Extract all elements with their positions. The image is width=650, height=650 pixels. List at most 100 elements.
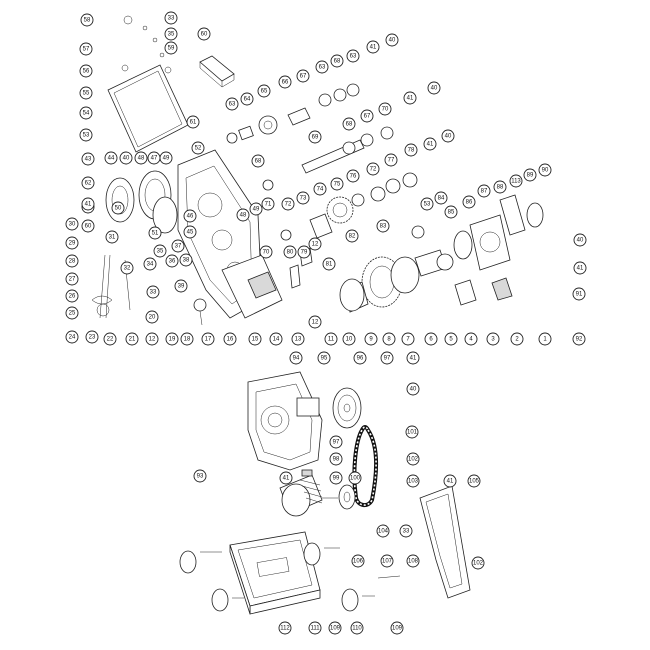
- callout-label: 99: [333, 475, 340, 481]
- callout-label: 111: [310, 625, 320, 631]
- callout-52: 52: [191, 141, 205, 155]
- callout-label: 113: [511, 178, 521, 184]
- callout-label: 48: [240, 212, 247, 218]
- callout-29: 29: [65, 236, 79, 250]
- callout-48: 48: [134, 151, 148, 165]
- callout-112: 112: [278, 621, 292, 635]
- callout-label: 70: [263, 249, 270, 255]
- callout-41: 41: [279, 471, 293, 485]
- callout-22: 22: [103, 332, 117, 346]
- callout-label: 23: [89, 334, 96, 340]
- callout-33: 33: [146, 285, 160, 299]
- callout-label: 97: [333, 439, 340, 445]
- shaft-gear-group: [226, 83, 418, 289]
- callout-11: 11: [324, 332, 338, 346]
- callout-4: 4: [464, 332, 478, 346]
- callout-97: 97: [380, 351, 394, 365]
- callout-83: 83: [376, 219, 390, 233]
- callout-7: 7: [401, 332, 415, 346]
- callout-label: 41: [85, 201, 92, 207]
- callout-label: 82: [349, 233, 356, 239]
- callout-74: 74: [313, 182, 327, 196]
- callout-label: 40: [431, 85, 438, 91]
- callout-label: 103: [408, 478, 419, 484]
- callout-80: 80: [283, 245, 297, 259]
- callout-label: 27: [69, 276, 76, 282]
- callout-label: 72: [285, 201, 292, 207]
- main-drive-gear: [339, 194, 544, 313]
- callout-label: 64: [244, 96, 251, 102]
- callout-label: 50: [115, 205, 122, 211]
- callout-78: 78: [404, 143, 418, 157]
- callout-label: 41: [410, 355, 417, 361]
- callout-label: 34: [147, 261, 154, 267]
- callout-69: 69: [308, 130, 322, 144]
- callout-35: 35: [153, 244, 167, 258]
- belt-guard: [419, 485, 471, 599]
- callout-label: 75: [334, 181, 341, 187]
- pulley-upper: [332, 387, 362, 429]
- callout-label: 35: [157, 248, 164, 254]
- callout-49: 49: [249, 202, 263, 216]
- callout-label: 80: [287, 249, 294, 255]
- callout-62: 62: [81, 176, 95, 190]
- callout-label: 96: [357, 355, 364, 361]
- callout-label: 47: [151, 155, 158, 161]
- callout-33: 33: [164, 11, 178, 25]
- callout-109: 109: [328, 621, 342, 635]
- callout-label: 90: [542, 167, 549, 173]
- callout-45: 45: [183, 225, 197, 239]
- callout-label: 38: [183, 257, 190, 263]
- callout-label: 36: [169, 258, 176, 264]
- callout-label: 19: [169, 336, 176, 342]
- callout-label: 55: [83, 90, 90, 96]
- callout-label: 11: [328, 336, 335, 342]
- callout-label: 84: [438, 195, 445, 201]
- callout-label: 59: [168, 45, 175, 51]
- callout-72: 72: [281, 197, 295, 211]
- callout-label: 62: [85, 180, 92, 186]
- callout-label: 63: [350, 53, 357, 59]
- callout-108: 108: [406, 554, 420, 568]
- top-cover-plate: [107, 64, 189, 153]
- callout-label: 28: [69, 258, 76, 264]
- callout-label: 53: [424, 201, 431, 207]
- callout-label: 89: [527, 172, 534, 178]
- callout-90: 90: [538, 163, 552, 177]
- callout-label: 2: [515, 336, 519, 342]
- callout-36: 36: [165, 254, 179, 268]
- callout-67: 67: [296, 69, 310, 83]
- callout-label: 105: [469, 478, 480, 484]
- callout-53: 53: [420, 197, 434, 211]
- callout-label: 76: [350, 173, 357, 179]
- callout-41: 41: [366, 40, 380, 54]
- callout-61: 61: [186, 115, 200, 129]
- callout-18: 18: [180, 332, 194, 346]
- callout-57: 57: [79, 42, 93, 56]
- callout-label: 12: [312, 241, 319, 247]
- callout-label: 40: [389, 37, 396, 43]
- callout-34: 34: [143, 257, 157, 271]
- callout-label: 72: [370, 166, 377, 172]
- callout-9: 9: [364, 332, 378, 346]
- callout-label: 110: [352, 625, 362, 631]
- callout-10: 10: [342, 332, 356, 346]
- callout-58: 58: [80, 13, 94, 27]
- callout-26: 26: [65, 289, 79, 303]
- callout-46: 46: [183, 209, 197, 223]
- callout-label: 29: [69, 240, 76, 246]
- callout-label: 3: [491, 336, 495, 342]
- callout-label: 30: [69, 221, 76, 227]
- callout-110: 110: [350, 621, 364, 635]
- callout-41: 41: [403, 91, 417, 105]
- lower-gearbox-housing: [247, 371, 323, 471]
- callout-label: 51: [152, 230, 159, 236]
- callout-label: 94: [293, 355, 300, 361]
- callout-21: 21: [125, 332, 139, 346]
- callout-35: 35: [164, 27, 178, 41]
- callout-label: 16: [227, 336, 234, 342]
- callout-93: 93: [193, 469, 207, 483]
- callout-43: 43: [81, 152, 95, 166]
- callout-label: 53: [83, 132, 90, 138]
